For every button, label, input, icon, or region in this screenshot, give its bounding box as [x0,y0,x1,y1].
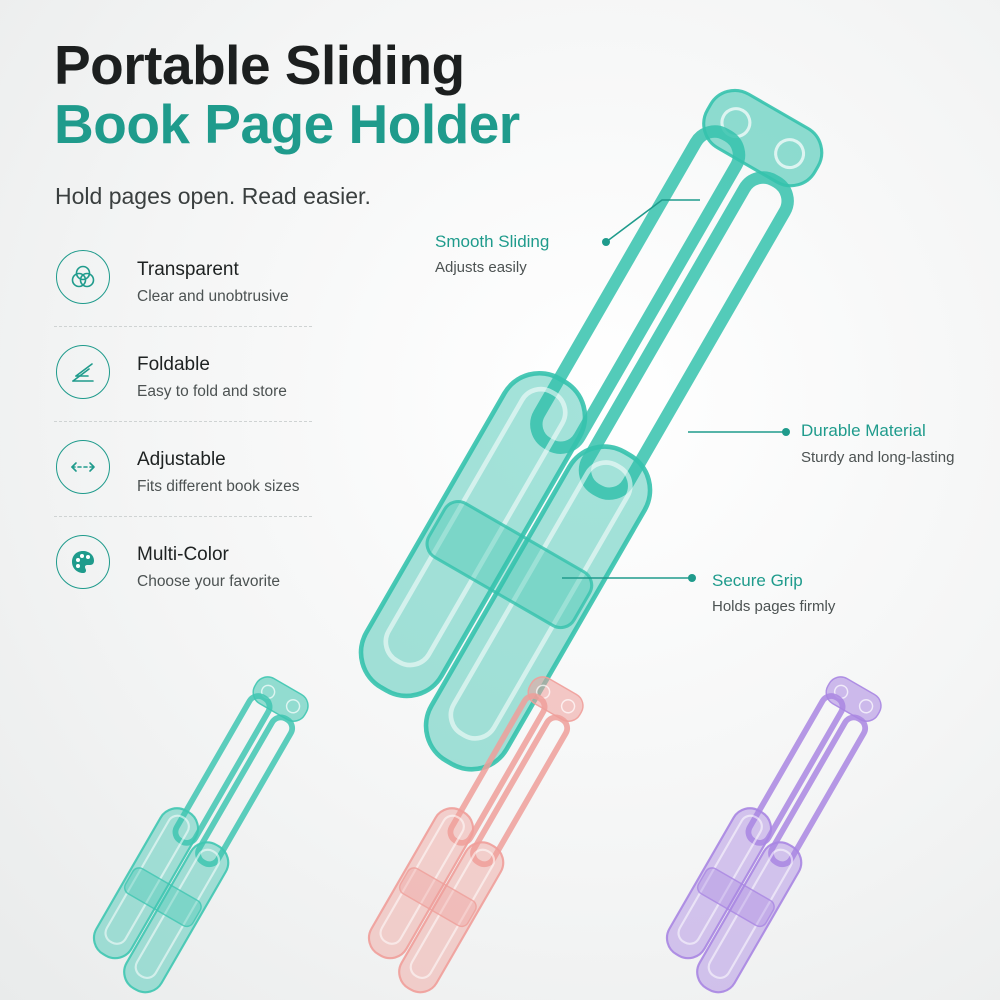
palette-icon [56,535,110,589]
callout-smooth-sliding-title: Smooth Sliding [435,232,550,251]
double-arrow-icon [56,440,110,494]
holder-lavender-small [653,664,895,999]
feature-name: Multi-Color [137,544,229,565]
overlapping-circles-icon [56,250,110,304]
feature-name: Adjustable [137,449,226,470]
feature-foldable: Foldable Easy to fold and store [54,327,312,422]
callout-durable-material-desc: Sturdy and long-lasting [801,449,955,466]
fold-icon [56,345,110,399]
feature-multi-color: Multi-Color Choose your favorite [54,517,312,611]
holder-mint-large [331,63,851,784]
feature-desc: Fits different book sizes [137,478,300,495]
feature-name: Transparent [137,259,239,280]
feature-name: Foldable [137,354,210,375]
feature-desc: Clear and unobtrusive [137,288,289,305]
title-line-2: Book Page Holder [54,93,520,156]
callout-smooth-sliding-desc: Adjusts easily [435,259,527,276]
callout-secure-grip-title: Secure Grip [712,571,803,590]
callout-durable-material-title: Durable Material [801,421,926,440]
subtitle: Hold pages open. Read easier. [55,183,371,209]
feature-desc: Easy to fold and store [137,383,287,400]
holder-mint-small [80,664,322,999]
callout-secure-grip-desc: Holds pages firmly [712,598,836,615]
feature-desc: Choose your favorite [137,573,281,590]
feature-adjustable: Adjustable Fits different book sizes [54,422,312,517]
page-title: Portable Sliding Book Page Holder [54,34,520,156]
feature-list: Transparent Clear and unobtrusive Foldab… [54,232,312,611]
callout-leaders [562,199,786,579]
callout-dots [602,238,790,582]
feature-transparent: Transparent Clear and unobtrusive [54,232,312,327]
title-line-1: Portable Sliding [54,34,465,96]
